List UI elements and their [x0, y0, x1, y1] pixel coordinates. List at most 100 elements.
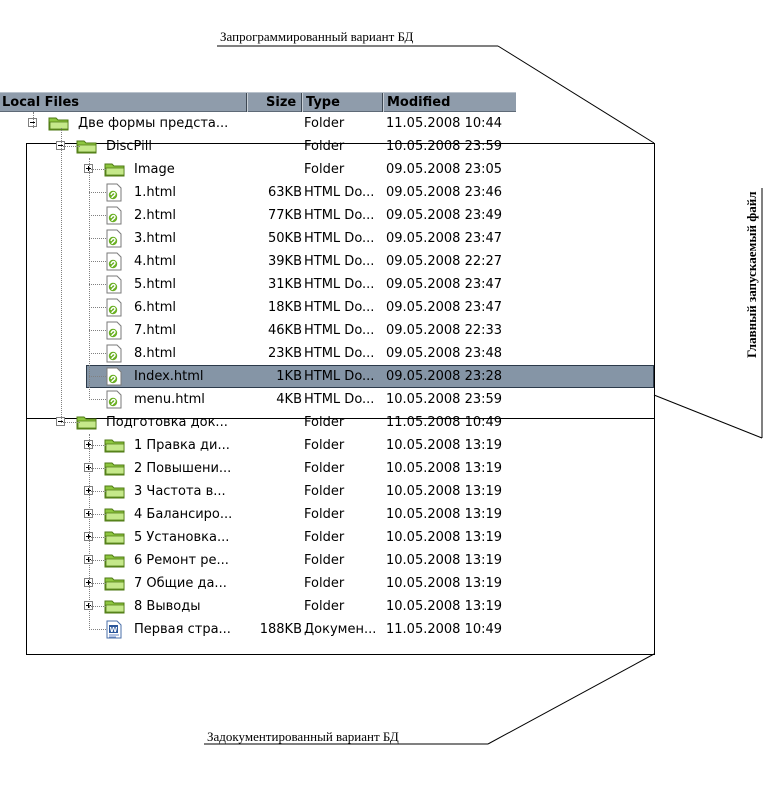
header-modified[interactable]: Modified [387, 95, 451, 110]
column-header: Local Files Size Type Modified [0, 92, 516, 112]
folder-icon [104, 437, 126, 454]
expand-icon[interactable] [84, 463, 93, 472]
folder-icon [104, 161, 126, 178]
expand-icon[interactable] [84, 555, 93, 564]
html-file-icon [106, 321, 122, 340]
tree-guide-line [89, 537, 106, 538]
row-name: 7 Общие да... [134, 576, 227, 591]
row-name: 4.html [134, 254, 177, 269]
row-type: HTML Do... [304, 392, 375, 407]
row-name: Index.html [134, 369, 204, 384]
local-files-panel: Local Files Size Type Modified Две формы… [0, 92, 654, 654]
row-name: 1.html [134, 185, 177, 200]
row-name: 8.html [134, 346, 177, 361]
row-name: 6 Ремонт ре... [134, 553, 229, 568]
row-type: HTML Do... [304, 277, 375, 292]
collapse-icon[interactable] [56, 141, 65, 150]
row-modified: 11.05.2008 10:49 [386, 415, 503, 430]
row-name: 4 Балансиро... [134, 507, 233, 522]
row-type: HTML Do... [304, 323, 375, 338]
row-size: 63KB [268, 185, 302, 200]
header-name[interactable]: Local Files [2, 95, 80, 110]
row-size: 23KB [268, 346, 302, 361]
row-name: 3.html [134, 231, 177, 246]
header-type[interactable]: Type [306, 95, 340, 110]
row-size: 1KB [276, 369, 302, 384]
row-name: Две формы предста... [78, 116, 229, 131]
header-separator[interactable] [382, 93, 384, 112]
folder-icon [104, 483, 126, 500]
row-name: 2.html [134, 208, 177, 223]
row-size: 77KB [268, 208, 302, 223]
tree-guide-line [61, 422, 80, 423]
row-type: Folder [304, 162, 345, 177]
row-size: 50KB [268, 231, 302, 246]
expand-icon[interactable] [84, 440, 93, 449]
tree-guide-line [89, 583, 106, 584]
folder-icon [104, 529, 126, 546]
expand-icon[interactable] [84, 532, 93, 541]
row-name: 3 Частота в... [134, 484, 226, 499]
row-name: DiscPill [106, 139, 152, 154]
row-type: HTML Do... [304, 185, 375, 200]
tree-guide-line [89, 514, 106, 515]
row-type: Folder [304, 553, 345, 568]
tree-guide-line [89, 215, 106, 216]
row-type: Folder [304, 461, 345, 476]
tree-guide-line [89, 192, 106, 193]
tree-guide-line [33, 112, 34, 128]
header-separator[interactable] [246, 93, 248, 112]
header-separator[interactable] [301, 93, 303, 112]
expand-icon[interactable] [84, 486, 93, 495]
tree-guide-line [89, 468, 106, 469]
row-size: 39KB [268, 254, 302, 269]
row-modified: 09.05.2008 22:27 [386, 254, 503, 269]
expand-icon[interactable] [84, 164, 93, 173]
html-file-icon [106, 390, 122, 409]
row-modified: 10.05.2008 13:19 [386, 461, 503, 476]
row-name: 8 Выводы [134, 599, 201, 614]
row-modified: 10.05.2008 23:59 [386, 139, 503, 154]
row-size: 31KB [268, 277, 302, 292]
folder-icon [104, 552, 126, 569]
row-type: HTML Do... [304, 208, 375, 223]
collapse-icon[interactable] [28, 118, 37, 127]
row-type: HTML Do... [304, 254, 375, 269]
tree-guide-line [89, 399, 106, 400]
collapse-icon[interactable] [56, 417, 65, 426]
svg-text:W: W [110, 626, 118, 634]
row-type: Folder [304, 507, 345, 522]
header-size[interactable]: Size [266, 95, 297, 110]
word-document-icon: W [106, 620, 122, 639]
row-size: 46KB [268, 323, 302, 338]
row-name: 6.html [134, 300, 177, 315]
selection-highlight [86, 365, 654, 388]
expand-icon[interactable] [84, 578, 93, 587]
expand-icon[interactable] [84, 509, 93, 518]
tree-guide-line [89, 261, 106, 262]
expand-icon[interactable] [84, 601, 93, 610]
